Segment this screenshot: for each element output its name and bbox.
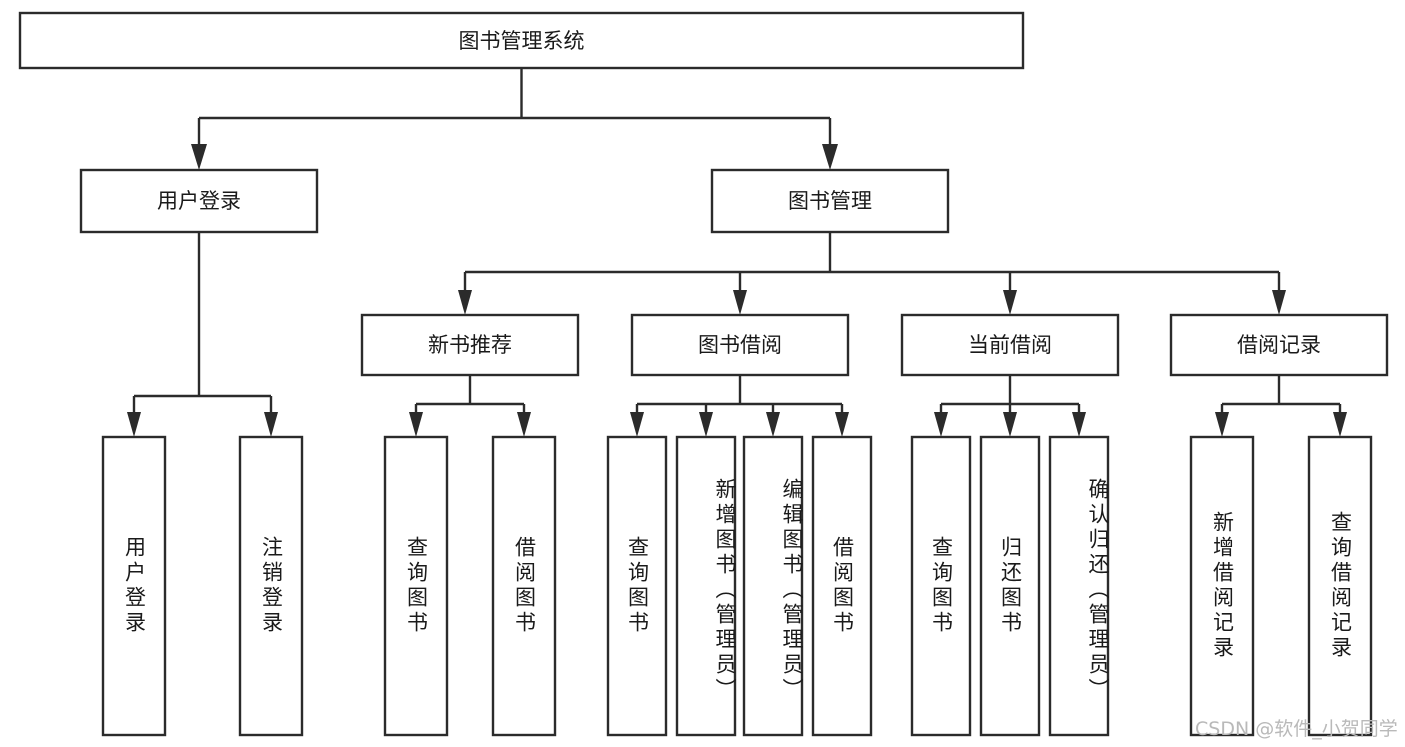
node-leaf-book-borrow-1[interactable]	[675, 435, 737, 737]
node-new-book-recommend[interactable]	[360, 313, 580, 377]
arrow-head-book-borrow	[733, 290, 747, 315]
arrow-head-leaf-currentborrow-3	[1072, 412, 1086, 437]
arrow-head-leaf-newbook-2	[517, 412, 531, 437]
arrow-head-new-book	[458, 290, 472, 315]
edge-group-userlogin-to-leaves	[127, 232, 278, 437]
node-book-manage[interactable]	[710, 168, 950, 234]
arrow-head-leaf-borrowrecord-1	[1215, 412, 1229, 437]
arrow-head-current-borrow	[1003, 290, 1017, 315]
edge-group-bookmanage-to-level3	[458, 232, 1286, 315]
node-leaf-user-login-0[interactable]	[101, 435, 167, 737]
arrow-head-user-login	[191, 144, 207, 170]
node-leaf-current-borrow-0[interactable]	[910, 435, 972, 737]
arrow-head-leaf-bookborrow-2	[699, 412, 713, 437]
arrow-head-leaf-borrowrecord-2	[1333, 412, 1347, 437]
arrow-head-leaf-newbook-1	[409, 412, 423, 437]
watermark-text: CSDN @软件_小贺同学	[1195, 718, 1398, 740]
node-leaf-current-borrow-1[interactable]	[979, 435, 1041, 737]
node-new-book-recommend-label: 新书推荐	[428, 333, 512, 357]
node-borrow-record-label: 借阅记录	[1237, 333, 1321, 357]
node-root-label: 图书管理系统	[459, 29, 585, 53]
node-leaf-user-login-1[interactable]	[238, 435, 304, 737]
node-user-login[interactable]	[79, 168, 319, 234]
arrow-head-book-manage	[822, 144, 838, 170]
node-borrow-record[interactable]	[1169, 313, 1389, 377]
edge-group-bookborrow-to-leaves	[630, 375, 849, 437]
edge-group-currentborrow-to-leaves	[934, 375, 1086, 437]
arrow-head-leaf-bookborrow-4	[835, 412, 849, 437]
node-user-login-label: 用户登录	[157, 189, 241, 213]
node-leaf-current-borrow-2[interactable]	[1048, 435, 1110, 737]
edge-group-newbook-to-leaves	[409, 375, 531, 437]
arrow-head-leaf-user-1	[127, 412, 141, 437]
node-book-manage-label: 图书管理	[788, 189, 872, 213]
node-leaf-book-borrow-0[interactable]	[606, 435, 668, 737]
arrow-head-leaf-bookborrow-3	[766, 412, 780, 437]
node-current-borrow[interactable]	[900, 313, 1120, 377]
edge-group-borrowrecord-to-leaves	[1215, 375, 1347, 437]
node-leaf-book-borrow-2[interactable]	[742, 435, 804, 737]
arrow-head-borrow-record	[1272, 290, 1286, 315]
node-book-borrow-label: 图书借阅	[698, 333, 782, 357]
node-leaf-new-book-0[interactable]	[383, 435, 449, 737]
node-current-borrow-label: 当前借阅	[968, 333, 1052, 357]
arrow-head-leaf-currentborrow-2	[1003, 412, 1017, 437]
arrow-head-leaf-user-2	[264, 412, 278, 437]
arrow-head-leaf-bookborrow-1	[630, 412, 644, 437]
arrow-head-leaf-currentborrow-1	[934, 412, 948, 437]
node-leaf-borrow-record-0[interactable]	[1189, 435, 1255, 737]
node-leaf-borrow-record-1[interactable]	[1307, 435, 1373, 737]
node-leaf-new-book-1[interactable]	[491, 435, 557, 737]
node-book-borrow[interactable]	[630, 313, 850, 377]
edge-group-root-to-level2	[191, 68, 838, 170]
node-root[interactable]	[18, 11, 1025, 70]
node-leaf-book-borrow-3[interactable]	[811, 435, 873, 737]
